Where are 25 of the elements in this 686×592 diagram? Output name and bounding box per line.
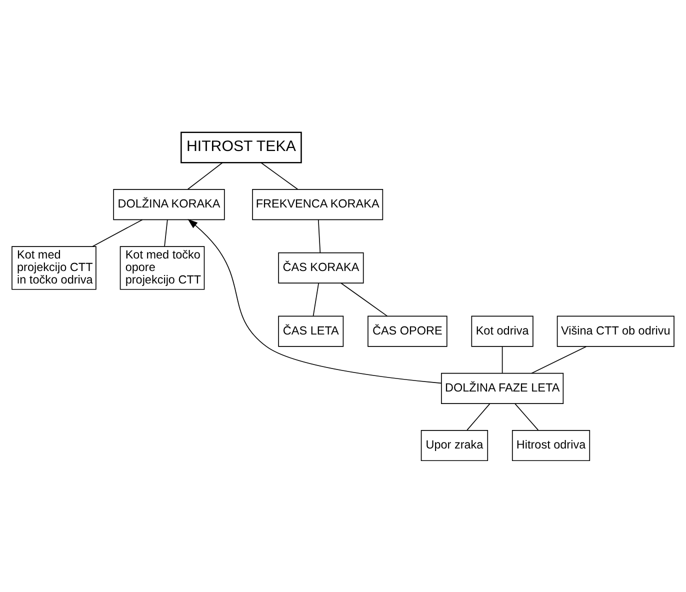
node-box: ČAS OPORE	[368, 315, 448, 346]
node-box: Kot med točko opore projekcijo CTT	[120, 246, 205, 290]
connector	[260, 162, 298, 190]
connector	[502, 346, 503, 373]
connector	[92, 218, 143, 246]
node-box: ČAS KORAKA	[278, 252, 364, 283]
node-box: Hitrost odriva	[512, 430, 590, 461]
arrow	[188, 218, 442, 384]
connector	[466, 402, 490, 430]
connector	[312, 282, 320, 316]
node-box: FREKVENCA KORAKA	[252, 188, 384, 220]
node-box: Upor zraka	[420, 430, 488, 461]
node-box: ČAS LETA	[278, 315, 344, 346]
connector	[318, 218, 321, 253]
connector	[164, 218, 168, 246]
node-box: Kot med projekcijo CTT in točko odriva	[12, 246, 96, 290]
connector	[187, 162, 223, 190]
connector	[340, 282, 388, 316]
node-box: Višina CTT ob odrivu	[556, 315, 674, 346]
node-box: DOLŽINA FAZE LETA	[441, 372, 564, 404]
connector	[514, 402, 539, 430]
node-box: Kot odriva	[471, 315, 534, 346]
connector	[531, 346, 587, 374]
node-box: HITROST TEKA	[180, 131, 302, 163]
node-box: DOLŽINA KORAKA	[113, 188, 225, 220]
